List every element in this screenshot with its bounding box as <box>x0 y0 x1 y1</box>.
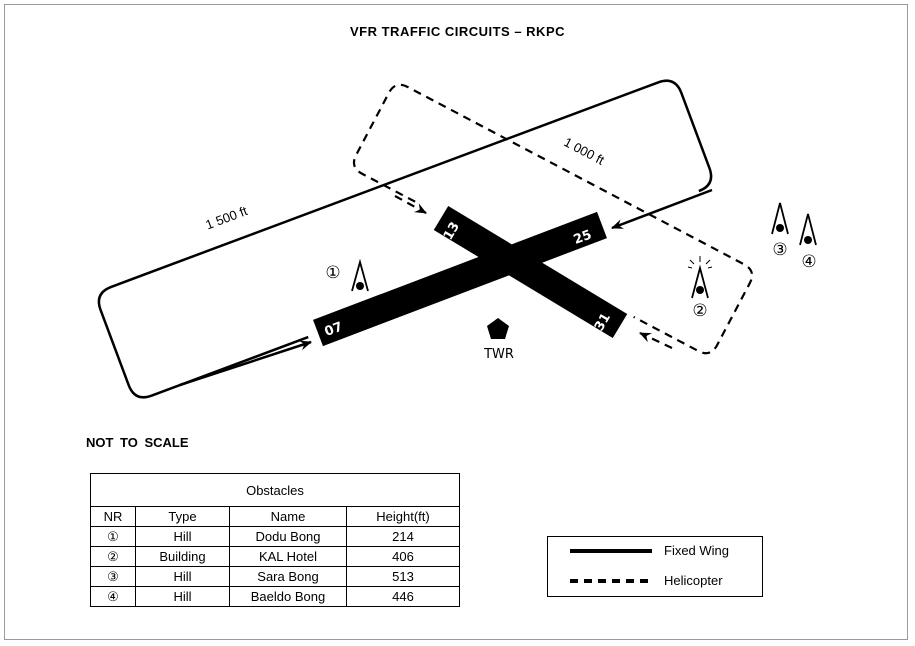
solid-line-icon <box>570 548 652 553</box>
cell: 513 <box>346 566 460 587</box>
col-type: Type <box>135 506 230 527</box>
dashed-line-icon <box>570 578 652 583</box>
runway-label-07: 07 <box>323 320 345 340</box>
cell: Baeldo Bong <box>229 586 347 607</box>
obstacle-2: ② <box>687 256 713 321</box>
cell: Hill <box>135 586 230 607</box>
cell: 214 <box>346 526 460 547</box>
table-caption: Obstacles <box>90 473 460 507</box>
cell: ① <box>90 526 136 547</box>
col-name: Name <box>229 506 347 527</box>
cell: Hill <box>135 566 230 587</box>
runway-07-25 <box>313 211 607 347</box>
cell: ③ <box>90 566 136 587</box>
table-header: NR Type Name Height(ft) <box>90 506 460 527</box>
svg-text:③: ③ <box>772 240 787 260</box>
legend-helicopter: Helicopter <box>570 573 723 588</box>
page-border <box>4 4 908 640</box>
svg-text:②: ② <box>692 301 707 321</box>
legend-label: Helicopter <box>664 573 723 588</box>
building-icon <box>691 264 709 299</box>
not-to-scale-note: NOT TO SCALE <box>86 435 189 450</box>
hill-icon <box>351 258 369 292</box>
cell: 406 <box>346 546 460 567</box>
svg-text:④: ④ <box>801 252 816 272</box>
legend-label: Fixed Wing <box>664 543 730 558</box>
col-height: Height(ft) <box>346 506 460 527</box>
cell: KAL Hotel <box>229 546 347 567</box>
tower-icon <box>487 318 509 339</box>
fixed-wing-altitude-label: 1 500 ft <box>203 203 249 232</box>
page-title: VFR TRAFFIC CIRCUITS – RKPC <box>350 24 565 39</box>
fixed-wing-circuit <box>97 79 713 399</box>
obstacle-4: ④ <box>799 213 817 272</box>
col-nr: NR <box>90 506 136 527</box>
obstacle-3: ③ <box>771 202 789 260</box>
cell: Building <box>135 546 230 567</box>
hill-icon <box>771 202 789 235</box>
legend: Fixed Wing Helicopter <box>547 536 763 597</box>
cell: Sara Bong <box>229 566 347 587</box>
cell: ② <box>90 546 136 567</box>
cell: Hill <box>135 526 230 547</box>
light-icon <box>687 256 713 269</box>
hill-icon <box>799 213 817 246</box>
runway-label-25: 25 <box>572 228 594 248</box>
svg-text:①: ① <box>325 263 340 283</box>
tower-label: TWR <box>483 347 514 362</box>
fixed-wing-arrow-07 <box>179 340 312 387</box>
runway-13-31 <box>433 206 628 338</box>
cell: 446 <box>346 586 460 607</box>
cell: ④ <box>90 586 136 607</box>
obstacle-1: ① <box>325 258 369 292</box>
legend-fixed-wing: Fixed Wing <box>570 543 729 558</box>
fixed-wing-arrow-25 <box>611 188 713 230</box>
helicopter-arrow-31 <box>639 332 673 349</box>
cell: Dodu Bong <box>229 526 347 547</box>
helicopter-altitude-label: 1 000 ft <box>561 134 607 168</box>
helicopter-arrow-13 <box>394 195 427 214</box>
helicopter-circuit <box>352 83 754 355</box>
